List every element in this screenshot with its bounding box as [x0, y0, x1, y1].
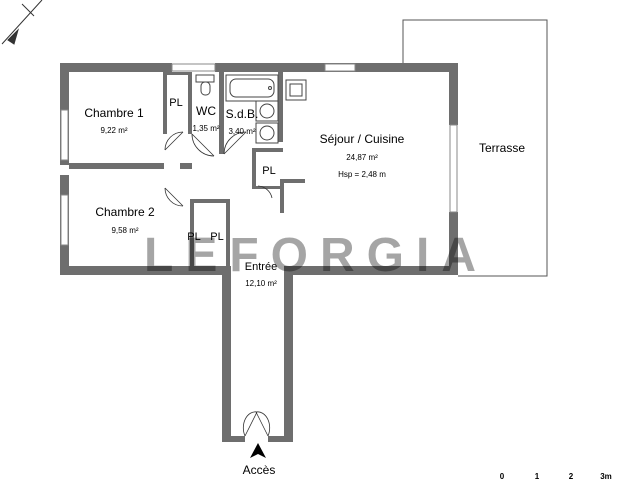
kitchen-sink-icon — [285, 79, 307, 101]
north-arrow-icon — [1, 0, 43, 45]
room-name-chambre2: Chambre 2 — [95, 205, 155, 219]
scale-tick-label: 2 — [569, 472, 574, 480]
room-area-chambre1: 9,22 m² — [100, 126, 127, 135]
room-area-sejour: 24,87 m² — [346, 153, 378, 162]
room-height-sejour: Hsp = 2,48 m — [338, 170, 386, 179]
scale-tick-label: 3m — [600, 472, 612, 480]
room-name-sdb: S.d.B. — [226, 107, 259, 121]
room-name-sejour: Séjour / Cuisine — [320, 132, 405, 146]
watermark-text: LEFORGIA — [144, 229, 488, 282]
room-name-terrasse: Terrasse — [479, 141, 525, 155]
room-area-wc: 1,35 m² — [192, 124, 219, 133]
room-name-wc: WC — [196, 104, 216, 118]
scale-tick-label: 1 — [535, 472, 540, 480]
access-label: Accès — [243, 463, 276, 477]
terrace-outline — [402, 19, 548, 277]
room-area-sdb: 3,40 m² — [228, 127, 255, 136]
bathtub-icon — [225, 74, 279, 102]
storage-label: PL — [169, 97, 182, 109]
windows — [60, 63, 458, 246]
room-area-chambre2: 9,58 m² — [111, 226, 138, 235]
storage-label: PL — [262, 165, 275, 177]
room-name-entree: Entrée — [245, 261, 277, 273]
entry-arrow-icon — [250, 443, 266, 458]
room-area-entree: 12,10 m² — [245, 279, 277, 288]
scale-bar: 0 1 2 3m — [500, 472, 612, 480]
toilet-icon — [195, 74, 215, 96]
storage-label: PL — [187, 231, 200, 243]
storage-label: PL — [210, 231, 223, 243]
room-name-chambre1: Chambre 1 — [84, 106, 144, 120]
sink-icon — [255, 100, 279, 144]
door-swings — [164, 131, 273, 437]
interior-walls — [69, 72, 305, 266]
scale-tick-label: 0 — [500, 472, 505, 480]
